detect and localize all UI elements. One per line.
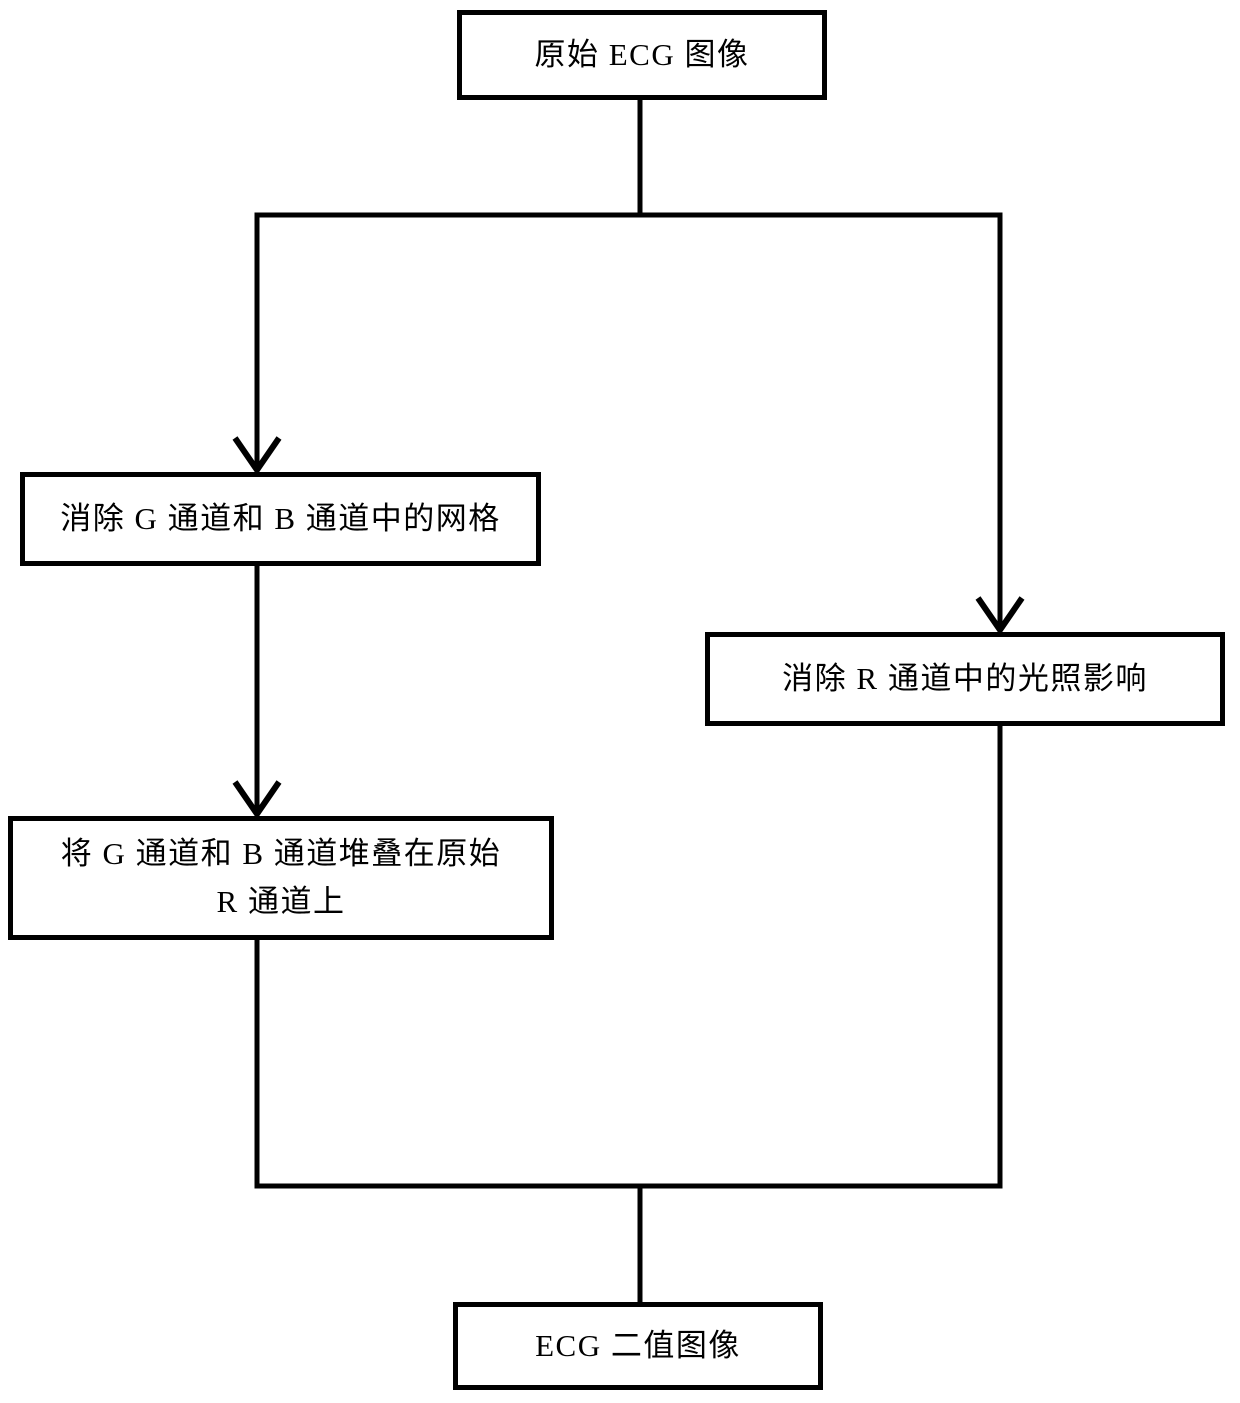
node-stack-channels: 将 G 通道和 B 通道堆叠在原始 R 通道上: [8, 816, 554, 940]
node-stack-channels-label-line1: 将 G 通道和 B 通道堆叠在原始: [60, 835, 502, 871]
node-stack-channels-label-line2: R 通道上: [216, 884, 346, 919]
node-remove-grid-label: 消除 G 通道和 B 通道中的网格: [60, 500, 501, 536]
node-remove-grid: 消除 G 通道和 B 通道中的网格: [20, 472, 541, 566]
arrowhead-left-branch: [232, 436, 282, 476]
arrowhead-right-branch: [975, 596, 1025, 636]
node-ecg-binary-image: ECG 二值图像: [453, 1302, 823, 1390]
node-remove-illumination-label: 消除 R 通道中的光照影响: [782, 660, 1148, 696]
node-ecg-binary-image-label: ECG 二值图像: [535, 1327, 741, 1363]
arrowhead-grid-to-stack: [232, 780, 282, 820]
node-original-ecg-image: 原始 ECG 图像: [457, 10, 827, 100]
node-original-ecg-image-label: 原始 ECG 图像: [534, 36, 750, 72]
node-remove-illumination: 消除 R 通道中的光照影响: [705, 632, 1225, 726]
